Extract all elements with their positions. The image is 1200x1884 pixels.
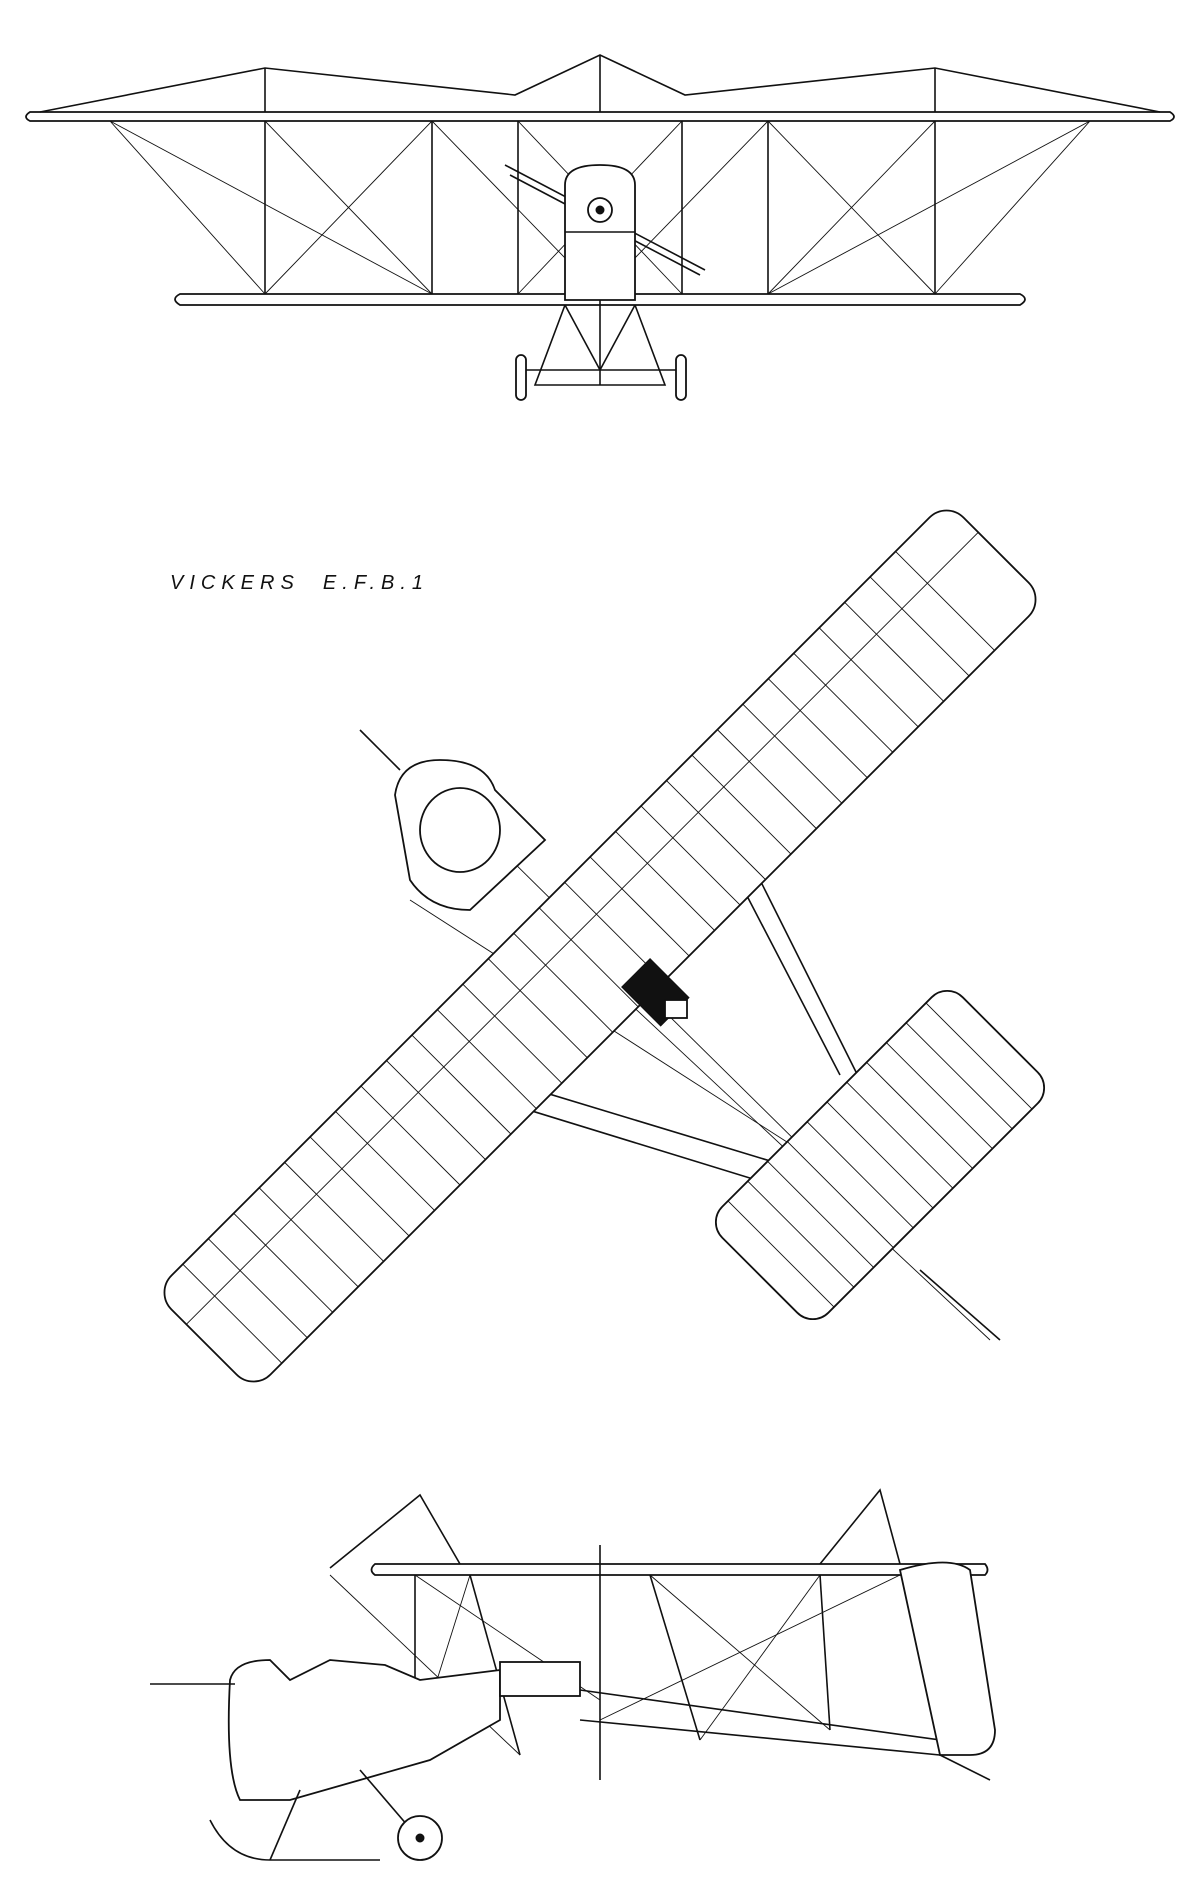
wing-rib bbox=[513, 932, 614, 1033]
wing-rib bbox=[818, 627, 919, 728]
side-engine bbox=[499, 1661, 581, 1697]
wing-rib bbox=[640, 805, 741, 906]
undercarriage bbox=[520, 300, 680, 386]
wing-rib bbox=[309, 1136, 410, 1237]
wing-rib bbox=[615, 831, 715, 931]
wing-rib bbox=[487, 958, 588, 1059]
plan-nacelle bbox=[359, 729, 547, 911]
wing-rib bbox=[793, 652, 894, 753]
wing-rib bbox=[335, 1111, 435, 1211]
main-wing bbox=[163, 509, 1037, 1383]
wing-rib bbox=[360, 1085, 461, 1186]
tail-rib bbox=[787, 1141, 894, 1248]
wing-rib bbox=[538, 907, 639, 1008]
tail-rib bbox=[925, 1002, 1033, 1110]
left-wheel bbox=[515, 354, 527, 401]
rudder bbox=[898, 1561, 996, 1756]
tail-rib bbox=[826, 1101, 934, 1209]
upper-wing bbox=[25, 111, 1175, 122]
interplane-struts bbox=[264, 121, 936, 294]
wing-rib bbox=[182, 1263, 283, 1364]
wing-rib bbox=[742, 703, 843, 804]
wing-rib bbox=[666, 780, 766, 880]
tail-rib bbox=[846, 1081, 954, 1189]
engine bbox=[621, 958, 690, 1027]
wing-rib bbox=[691, 754, 792, 855]
wing-rib bbox=[386, 1060, 486, 1160]
tail-rib bbox=[866, 1062, 973, 1169]
wing-rib bbox=[717, 729, 817, 829]
wing-rib bbox=[258, 1187, 359, 1288]
wing-rib bbox=[767, 678, 868, 779]
wing-rib bbox=[895, 551, 995, 651]
wing-rib bbox=[411, 1034, 512, 1135]
wing-rib bbox=[462, 983, 563, 1084]
plan-view bbox=[163, 509, 1046, 1383]
drawing-title: VICKERS E.F.B.1 bbox=[170, 572, 430, 594]
tail-rib bbox=[886, 1042, 993, 1149]
front-view bbox=[25, 54, 1175, 401]
side-view bbox=[150, 1488, 996, 1861]
wing-rib bbox=[284, 1162, 384, 1262]
wing-rib bbox=[869, 576, 970, 677]
tail-rib bbox=[747, 1180, 855, 1288]
side-nacelle bbox=[227, 1659, 501, 1801]
tail-rib bbox=[767, 1161, 874, 1268]
tail-rib bbox=[806, 1121, 914, 1229]
tail-rib bbox=[727, 1200, 835, 1308]
wing-rib bbox=[207, 1238, 308, 1339]
right-wheel bbox=[675, 354, 687, 401]
wing-rib bbox=[844, 602, 944, 702]
tail-rib bbox=[905, 1022, 1013, 1130]
wing-rib bbox=[437, 1009, 537, 1109]
wing-rib bbox=[233, 1212, 334, 1313]
side-struts bbox=[414, 1545, 831, 1780]
side-upper-wing bbox=[370, 1563, 989, 1576]
tailplane bbox=[714, 989, 1046, 1321]
wing-rib bbox=[589, 856, 690, 957]
